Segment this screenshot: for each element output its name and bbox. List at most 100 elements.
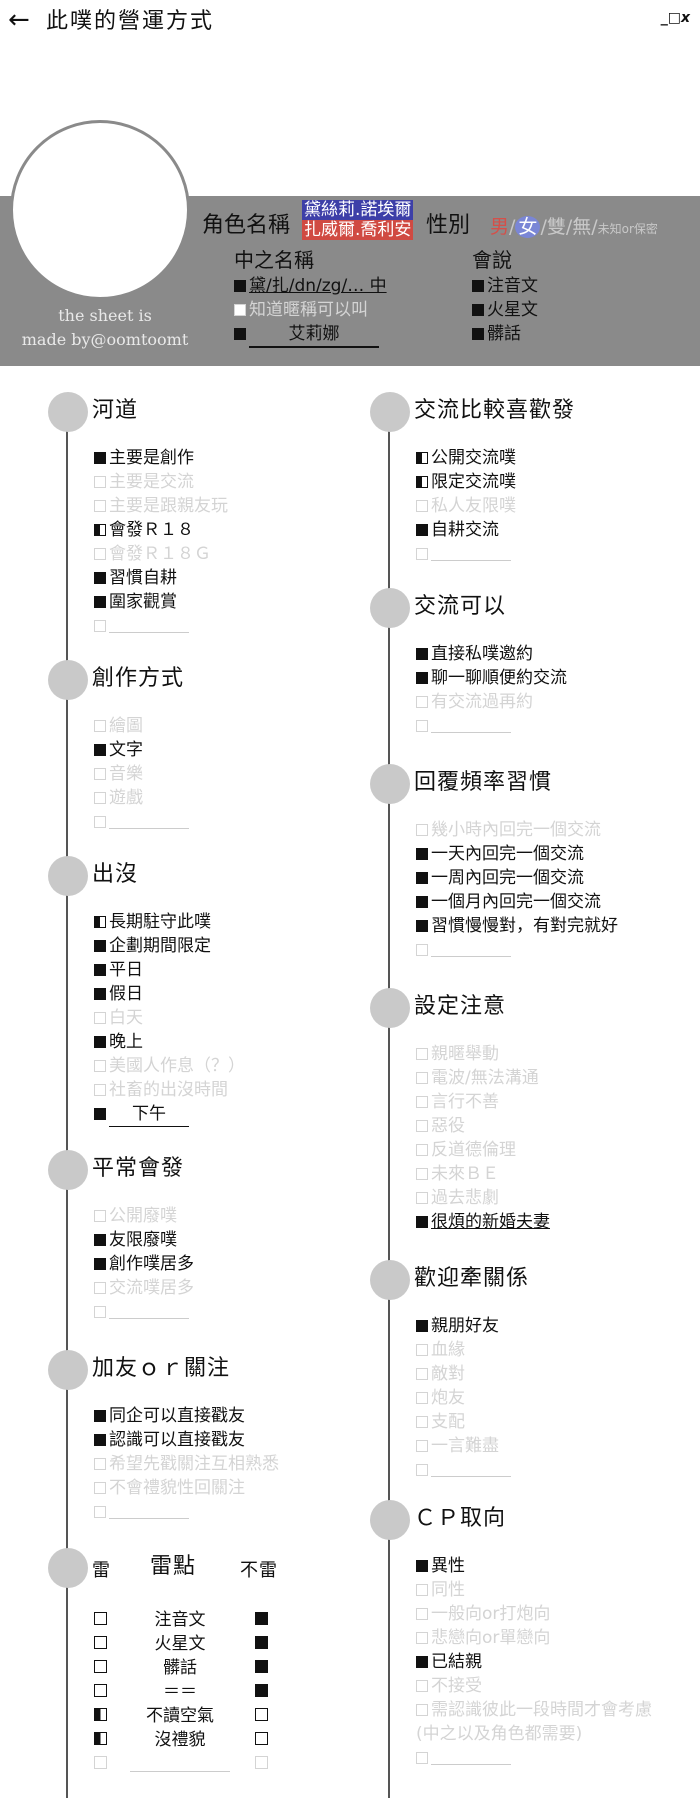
checkbox-icon[interactable] (416, 944, 428, 956)
list-item[interactable]: 未來ＢＥ (416, 1162, 499, 1186)
mine-checkbox-icon[interactable] (94, 1612, 107, 1625)
list-item[interactable]: 文字 (94, 738, 143, 762)
checkbox-icon[interactable] (94, 768, 106, 780)
list-item[interactable]: 幾小時內回完一個交流 (416, 818, 601, 842)
list-item[interactable] (416, 714, 511, 738)
list-item[interactable]: 平日 (94, 958, 143, 982)
checkbox-icon[interactable] (416, 524, 428, 536)
list-item[interactable]: 美國人作息（？） (94, 1054, 245, 1078)
mine-checkbox-icon[interactable] (255, 1708, 268, 1721)
checkbox-icon[interactable] (416, 1048, 428, 1060)
list-item[interactable] (416, 938, 511, 962)
list-item[interactable]: 習慣自耕 (94, 566, 177, 590)
list-item[interactable]: 遊戲 (94, 786, 143, 810)
checkbox-icon[interactable] (416, 1440, 428, 1452)
list-item[interactable]: 晚上 (94, 1030, 143, 1054)
list-item[interactable]: 會發Ｒ１８Ｇ (94, 542, 211, 566)
list-item[interactable]: 悲戀向or單戀向 (416, 1626, 550, 1650)
list-item[interactable]: 炮友 (416, 1386, 465, 1410)
checkbox-icon[interactable] (416, 1392, 428, 1404)
checkbox-icon[interactable] (472, 304, 484, 316)
list-item[interactable] (416, 542, 511, 566)
list-item[interactable]: 一天內回完一個交流 (416, 842, 584, 866)
checkbox-icon[interactable] (94, 744, 106, 756)
checkbox-icon[interactable] (416, 1416, 428, 1428)
checkbox-icon[interactable] (94, 572, 106, 584)
list-item[interactable]: 限定交流噗 (416, 470, 516, 494)
list-item[interactable]: 下午 (94, 1102, 189, 1127)
mine-checkbox-icon[interactable] (255, 1756, 268, 1769)
checkbox-icon[interactable] (94, 1060, 106, 1072)
checkbox-icon[interactable] (416, 1608, 428, 1620)
list-item[interactable] (416, 1458, 511, 1482)
checkbox-icon[interactable] (416, 1656, 428, 1668)
checkbox-icon[interactable] (416, 1072, 428, 1084)
mine-checkbox-icon[interactable] (94, 1732, 107, 1745)
checkbox-icon[interactable] (416, 848, 428, 860)
list-item[interactable]: 私人友限噗 (416, 494, 516, 518)
checkbox-icon[interactable] (416, 1584, 428, 1596)
checkbox-icon[interactable] (94, 1482, 106, 1494)
checkbox-icon[interactable] (416, 1368, 428, 1380)
list-item[interactable]: 公開交流噗 (416, 446, 516, 470)
checkbox-icon[interactable] (94, 1108, 106, 1120)
list-item[interactable]: 需認識彼此一段時間才會考慮 (416, 1698, 652, 1722)
checkbox-icon[interactable] (416, 1168, 428, 1180)
checkbox-icon[interactable] (94, 620, 106, 632)
checkbox-icon[interactable] (94, 816, 106, 828)
back-arrow-icon[interactable]: ← (8, 5, 30, 35)
checkbox-icon[interactable] (416, 1144, 428, 1156)
checkbox-icon[interactable] (94, 1258, 106, 1270)
checkbox-icon[interactable] (416, 920, 428, 932)
checkbox-icon[interactable] (94, 940, 106, 952)
checkbox-icon[interactable] (416, 1680, 428, 1692)
list-item[interactable]: 圍家觀賞 (94, 590, 177, 614)
mine-checkbox-icon[interactable] (255, 1660, 268, 1673)
checkbox-icon[interactable] (416, 476, 428, 488)
checkbox-icon[interactable] (234, 280, 246, 292)
mine-checkbox-icon[interactable] (94, 1684, 107, 1697)
checkbox-icon[interactable] (94, 476, 106, 488)
list-item[interactable]: 交流噗居多 (94, 1276, 194, 1300)
list-item[interactable]: 友限廢噗 (94, 1228, 177, 1252)
checkbox-icon[interactable] (416, 1464, 428, 1476)
list-item[interactable]: 認識可以直接戳友 (94, 1428, 245, 1452)
list-item[interactable] (94, 1300, 189, 1324)
list-item[interactable]: 有交流過再約 (416, 690, 533, 714)
checkbox-icon[interactable] (416, 720, 428, 732)
list-item[interactable]: 自耕交流 (416, 518, 499, 542)
list-item[interactable]: 反道德倫理 (416, 1138, 516, 1162)
checkbox-icon[interactable] (416, 1320, 428, 1332)
checkbox-icon[interactable] (94, 1012, 106, 1024)
list-item[interactable]: 白天 (94, 1006, 143, 1030)
checkbox-icon[interactable] (416, 1704, 428, 1716)
checkbox-icon[interactable] (416, 1192, 428, 1204)
list-item[interactable]: 不會禮貌性回關注 (94, 1476, 245, 1500)
mine-checkbox-icon[interactable] (94, 1660, 107, 1673)
checkbox-icon[interactable] (416, 648, 428, 660)
checkbox-icon[interactable] (416, 672, 428, 684)
checkbox-icon[interactable] (234, 304, 246, 316)
checkbox-icon[interactable] (94, 596, 106, 608)
list-item[interactable] (94, 1500, 189, 1524)
profile-option[interactable]: 髒話 (472, 322, 538, 346)
mine-checkbox-icon[interactable] (255, 1612, 268, 1625)
checkbox-icon[interactable] (472, 328, 484, 340)
list-item[interactable]: 創作噗居多 (94, 1252, 194, 1276)
mine-checkbox-icon[interactable] (255, 1636, 268, 1649)
checkbox-icon[interactable] (94, 988, 106, 1000)
list-item[interactable]: 會發Ｒ１８ (94, 518, 194, 542)
list-item[interactable]: 電波/無法溝通 (416, 1066, 539, 1090)
list-item[interactable]: (中之以及角色都需要) (416, 1722, 582, 1746)
checkbox-icon[interactable] (94, 1084, 106, 1096)
checkbox-icon[interactable] (416, 1752, 428, 1764)
list-item[interactable]: 血緣 (416, 1338, 465, 1362)
checkbox-icon[interactable] (416, 824, 428, 836)
list-item[interactable]: 聊一聊順便約交流 (416, 666, 567, 690)
checkbox-icon[interactable] (94, 1210, 106, 1222)
list-item[interactable]: 敵對 (416, 1362, 465, 1386)
list-item[interactable]: 一般向or打炮向 (416, 1602, 550, 1626)
list-item[interactable]: 言行不善 (416, 1090, 499, 1114)
list-item[interactable]: 一周內回完一個交流 (416, 866, 584, 890)
profile-option[interactable]: 黛/扎/dn/zg/… 中 (234, 274, 387, 298)
